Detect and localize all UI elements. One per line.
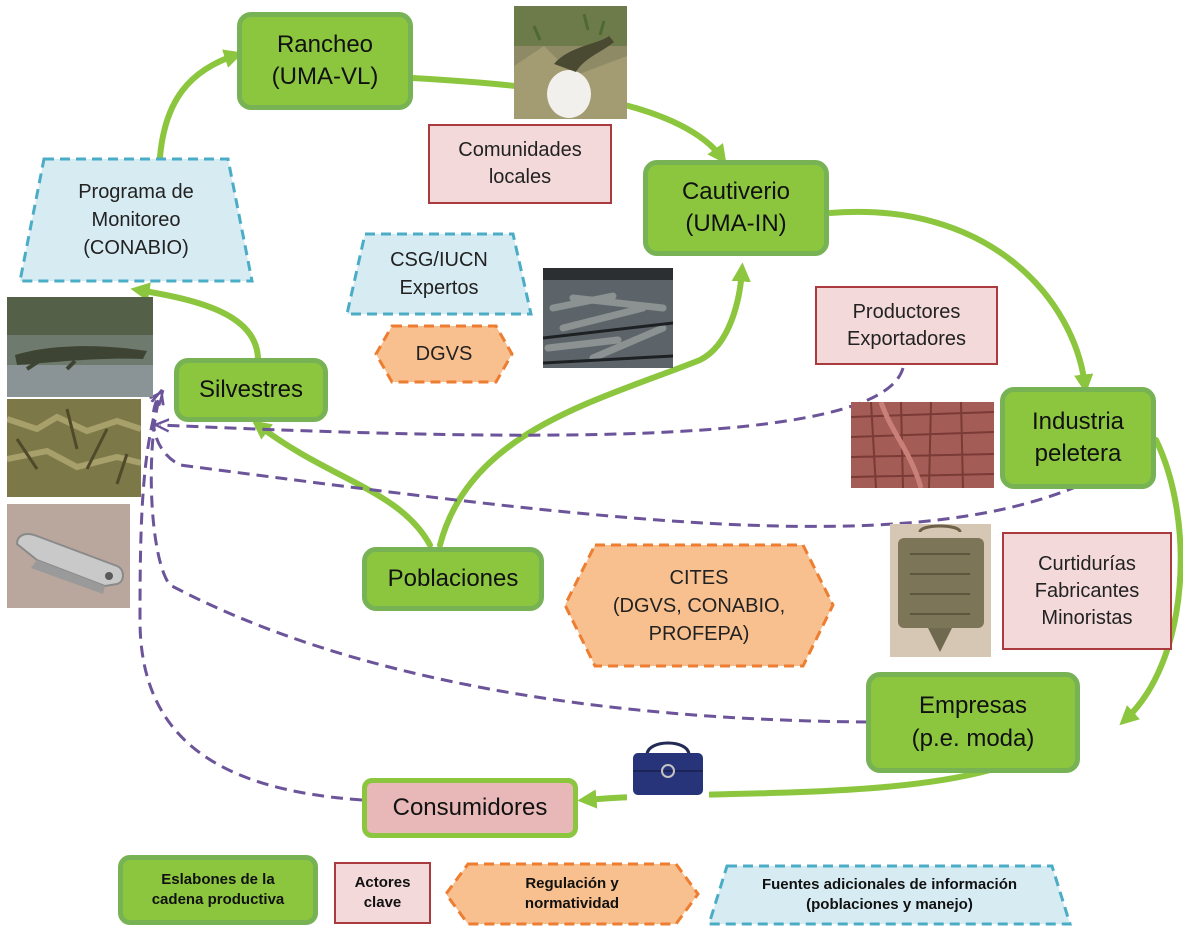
arrow-poblaciones-to-cautiverio	[437, 262, 751, 548]
legend-regulacion-label: Regulación y normatividad	[524, 874, 620, 912]
node-empresas: Empresas (p.e. moda)	[866, 672, 1080, 773]
csg-iucn-label: CSG/IUCN Expertos	[390, 249, 488, 299]
node-cautiverio: Cautiverio (UMA-IN)	[643, 160, 829, 256]
feedback-empresas	[149, 395, 869, 724]
legend-regulacion-swatch	[444, 862, 700, 926]
node-poblaciones: Poblaciones	[362, 547, 544, 611]
legend-fuentes-swatch	[707, 864, 1072, 926]
crocodile-on-log-photo	[7, 297, 153, 397]
captive-crocodiles-photo	[543, 268, 673, 368]
arrow-cautiverio-to-industria	[827, 208, 1094, 394]
hatchling-egg-photo	[514, 6, 627, 119]
info-shape-monitoreo	[18, 157, 254, 283]
actor-productores-exportadores: Productores Exportadores	[815, 286, 998, 365]
arrow-industria-to-empresas	[1119, 437, 1183, 726]
node-industria-peletera: Industria peletera	[1000, 387, 1156, 489]
node-consumidores: Consumidores	[362, 778, 578, 838]
cites-label: CITES (DGVS, CONABIO, PROFEPA)	[612, 566, 786, 645]
crocodile-handbag-photo	[890, 524, 991, 657]
dgvs-label: DGVS	[415, 343, 473, 365]
feedback-industria	[153, 395, 1079, 528]
regulation-shape-dgvs	[374, 324, 514, 384]
legend-fuentes-label: Fuentes adicionales de información (pobl…	[761, 875, 1018, 913]
programa-monitoreo-label: Programa de Monitoreo (CONABIO)	[78, 181, 194, 259]
blue-handbag-photo	[627, 735, 709, 801]
arrow-silvestres-to-monitoreo	[130, 282, 261, 363]
red-hide-photo	[851, 402, 994, 488]
node-silvestres: Silvestres	[174, 358, 328, 422]
info-shape-csg	[345, 232, 533, 316]
actor-curtidurias: Curtidurías Fabricantes Minoristas	[1002, 532, 1172, 650]
feedback-productores	[160, 367, 905, 437]
metal-tag-photo	[7, 504, 130, 608]
legend-eslabones-swatch	[118, 855, 318, 925]
crocodile-nest-photo	[7, 399, 141, 497]
legend-actores-label: Actores clave	[354, 873, 411, 911]
legend-actores-swatch	[334, 862, 431, 924]
actor-comunidades-locales: Comunidades locales	[428, 124, 612, 204]
arrow-poblaciones-to-silvestres	[251, 420, 433, 548]
legend-eslabones-label: Eslabones de la cadena productiva	[151, 870, 285, 908]
feedback-consumidores	[138, 395, 363, 802]
regulation-shape-cites	[563, 543, 835, 668]
arrow-monitoreo-to-rancheo	[157, 49, 244, 160]
node-rancheo: Rancheo (UMA-VL)	[237, 12, 413, 110]
